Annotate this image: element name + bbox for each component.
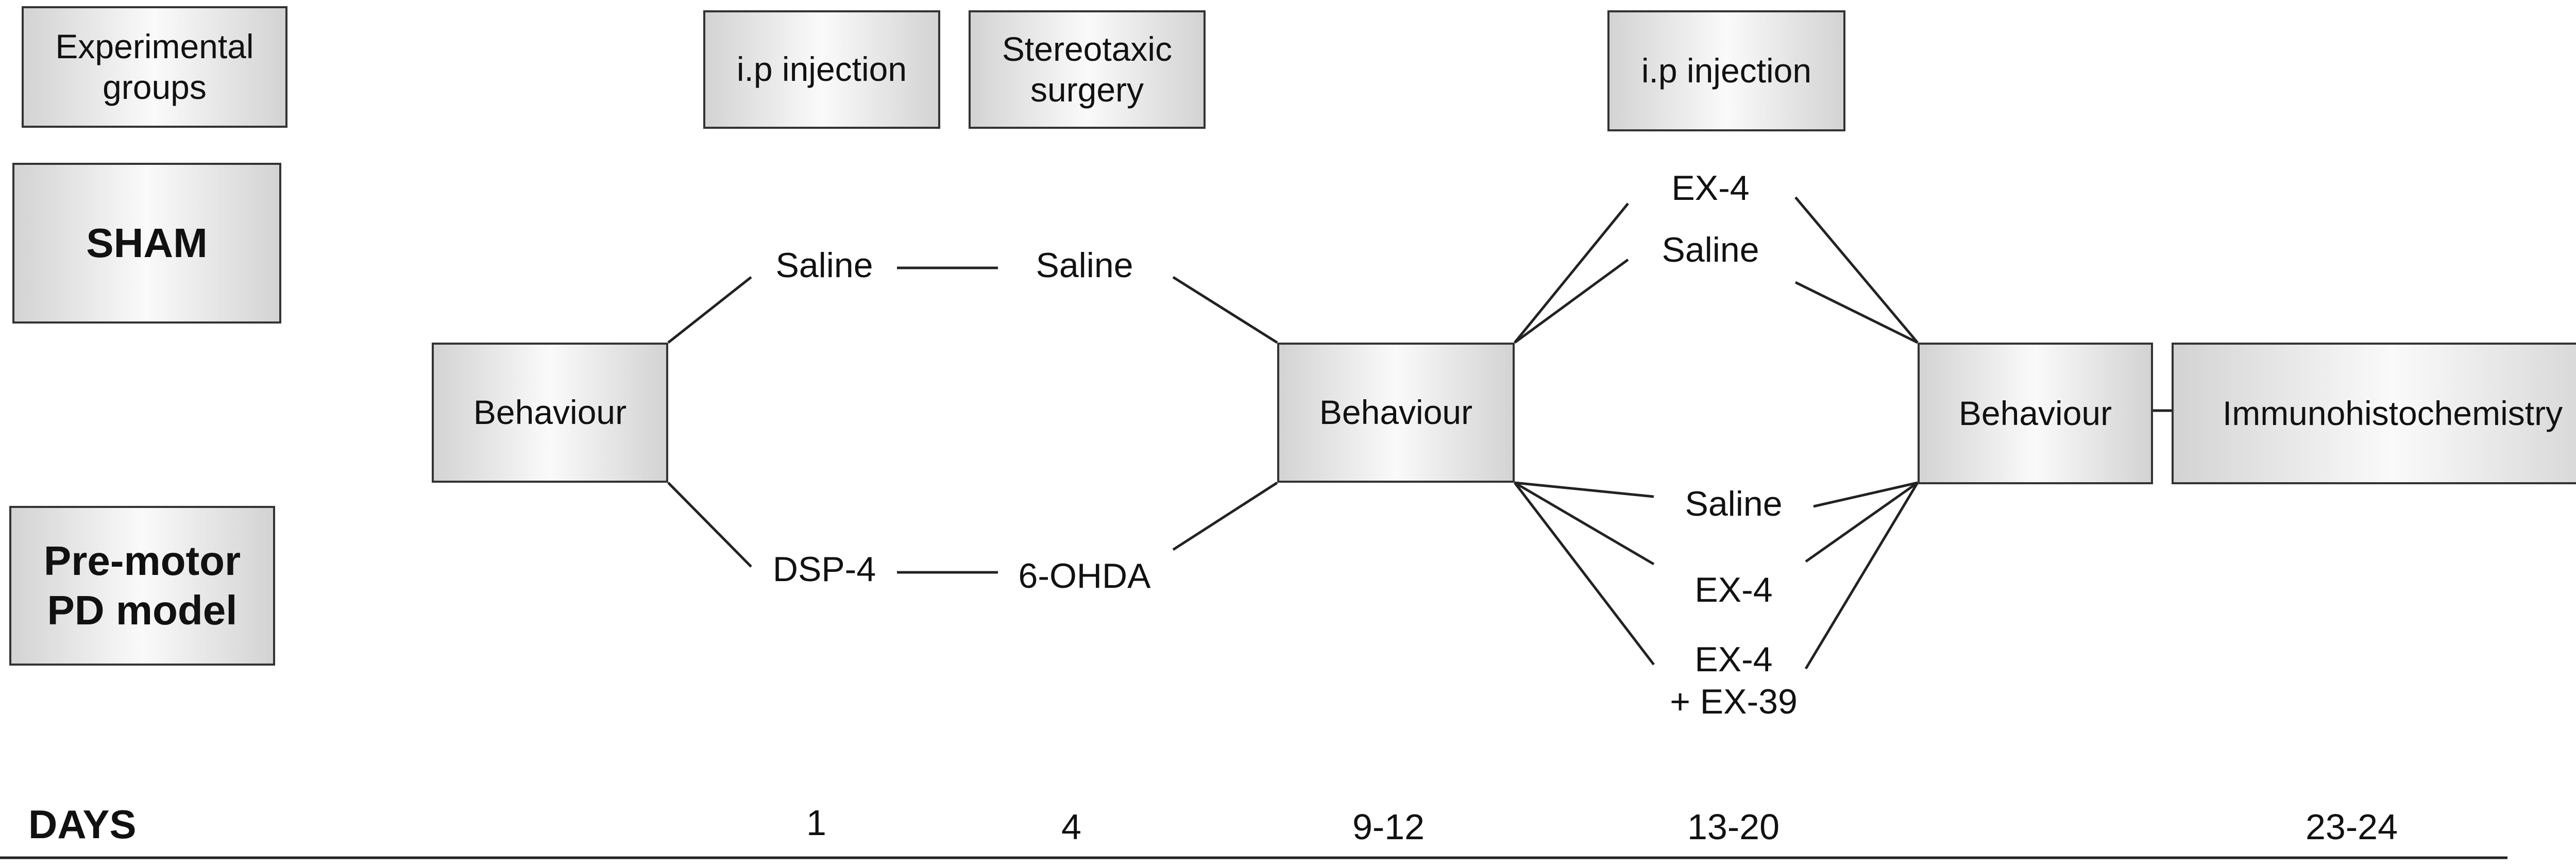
- sham-saline-label: Saline: [1662, 230, 1759, 269]
- connector-pd-ex4-ex39-to-b3: [1804, 482, 1919, 670]
- connector-b2-to-pd-ex4: [1514, 481, 1655, 566]
- connector-b1-to-pd-ip: [667, 482, 752, 568]
- sham-ex4-label: EX-4: [1671, 168, 1750, 208]
- connector-sham-ex4-to-b3: [1794, 196, 1919, 344]
- connector-sham-surgery-to-b2: [1172, 276, 1278, 344]
- connector-b2-to-sham-ex4: [1514, 202, 1629, 344]
- ip-injection-header-2: i.p injection: [1607, 10, 1845, 131]
- connector-b2-to-pd-saline: [1514, 481, 1654, 498]
- day-label-9-12: 9-12: [1352, 807, 1425, 847]
- sham-surgery-saline-label: Saline: [1036, 246, 1133, 285]
- connector-b1-to-sham-ip: [667, 276, 752, 344]
- connector-b2-to-pd-ex4-ex39: [1514, 482, 1655, 666]
- pd-ip-dsp4-label: DSP-4: [772, 550, 876, 589]
- day-label-13-20: 13-20: [1687, 807, 1780, 847]
- pd-model-group-box: Pre-motor PD model: [9, 506, 275, 666]
- connector-pd-saline-to-b3: [1813, 481, 1918, 508]
- behaviour-box-1: Behaviour: [432, 343, 668, 483]
- behaviour-box-3: Behaviour: [1918, 343, 2153, 484]
- day-label-1: 1: [806, 803, 826, 843]
- connector-pd-surgery-to-b2: [1172, 481, 1278, 551]
- day-label-4: 4: [1061, 807, 1081, 847]
- immunohistochemistry-box: Immunohistochemistry: [2172, 343, 2576, 484]
- days-axis-title: DAYS: [28, 802, 137, 847]
- connector-pd-ex4-to-b3: [1805, 481, 1919, 563]
- connector-sham-saline-to-b3: [1794, 281, 1919, 344]
- pd-ex4-label: EX-4: [1694, 570, 1773, 609]
- pd-saline-label: Saline: [1685, 484, 1783, 523]
- pd-ex4-ex39-label: EX-4 + EX-39: [1670, 640, 1798, 721]
- stereotaxic-surgery-header: Stereotaxic surgery: [969, 10, 1206, 129]
- sham-ip-saline-label: Saline: [775, 246, 873, 285]
- behaviour-box-2: Behaviour: [1277, 343, 1515, 483]
- sham-group-box: SHAM: [12, 163, 281, 324]
- connector-b2-to-sham-saline: [1514, 258, 1629, 344]
- ip-injection-header-1: i.p injection: [703, 10, 940, 129]
- experimental-groups-header: Experimental groups: [22, 6, 287, 128]
- day-label-23-24: 23-24: [2306, 807, 2398, 847]
- pd-surgery-6ohda-label: 6-OHDA: [1018, 556, 1151, 596]
